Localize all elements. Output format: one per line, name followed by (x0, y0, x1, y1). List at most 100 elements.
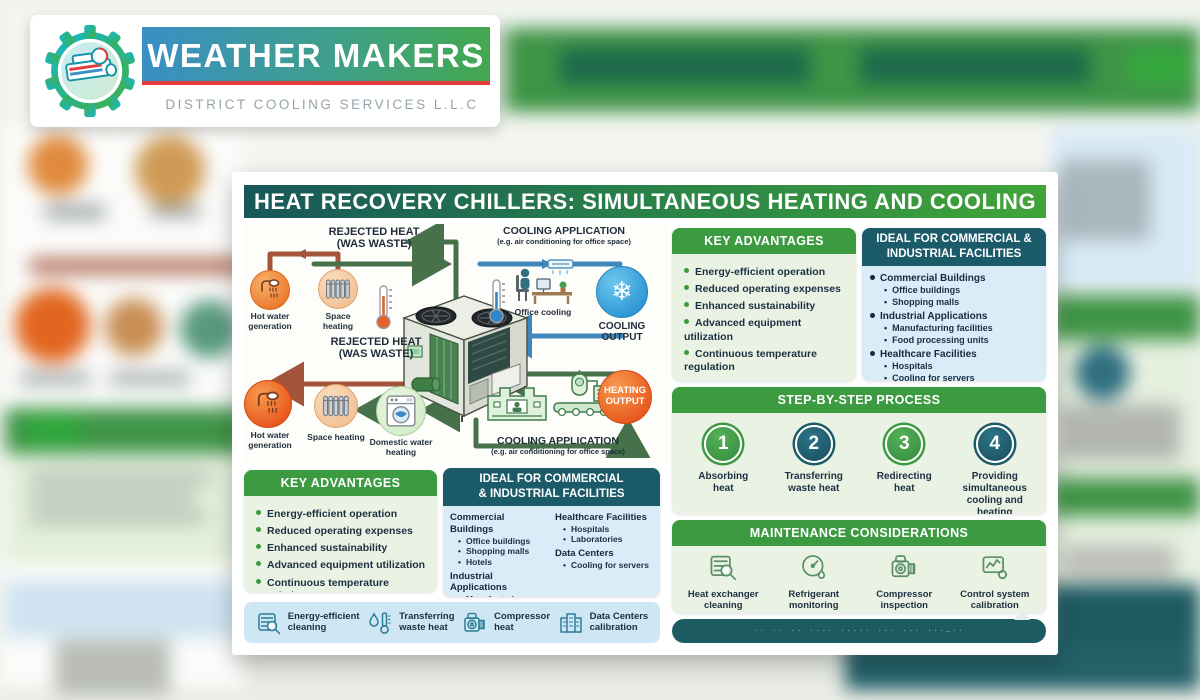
step-number-badge: 1 (704, 425, 743, 463)
bg-blob (28, 135, 88, 195)
bg-blob (30, 492, 195, 502)
step-number-badge: 4 (975, 425, 1014, 463)
washing-machine-icon (386, 395, 416, 427)
footer-notch (1014, 611, 1030, 620)
bg-blob (135, 135, 205, 205)
bg-blob (105, 298, 163, 356)
key-advantages-list: Energy-efficient operation Reduced opera… (672, 254, 856, 381)
bg-blob (30, 472, 210, 482)
key-advantages-box-left: KEY ADVANTAGES Energy-efficient operatio… (244, 470, 437, 592)
cooling-output-label: COOLING OUTPUT (598, 321, 646, 344)
bg-blob (560, 48, 810, 84)
heating-output-label: HEATING OUTPUT (603, 385, 647, 407)
brand-banner: WEATHER MAKERS (142, 27, 490, 85)
office-cooling-label: Office cooling (514, 307, 572, 317)
bg-blob (860, 48, 1090, 84)
shower-icon (257, 391, 279, 413)
bg-blob (1052, 478, 1200, 516)
legend-item: Compressor heat (462, 610, 550, 636)
logo: WEATHER MAKERS DISTRICT COOLING SERVICES… (30, 15, 500, 127)
bg-blob (1060, 160, 1150, 240)
data-center-icon (559, 612, 582, 633)
bg-blob (25, 415, 80, 445)
bg-blob (30, 512, 205, 522)
cooling-application-label-bottom: COOLING APPLICATION (e.g. air conditioni… (491, 435, 625, 456)
key-advantages-title: KEY ADVANTAGES (244, 470, 437, 496)
compressor-icon (464, 612, 485, 632)
radiator-icon (323, 395, 349, 417)
shower-icon (261, 279, 280, 298)
bg-blob (1065, 545, 1175, 580)
system-diagram: REJECTED HEAT (WAS WASTE) COOLING APPLIC… (244, 224, 668, 464)
key-advantages-box-right: KEY ADVANTAGES Energy-efficient operatio… (672, 228, 856, 381)
footer-bar: ·· ·· ·· ···· ····· ··· ··· ···–·· (672, 611, 1046, 643)
factory-process-icon (553, 370, 611, 417)
brand-underline (142, 81, 490, 85)
ideal-facilities-title: IDEAL FOR COMMERCIAL & INDUSTRIAL FACILI… (443, 468, 660, 506)
ideal-bottom-col2: Healthcare Facilities Hospitals Laborato… (555, 509, 654, 597)
advantage-item: Enhanced sustainability (256, 542, 427, 555)
advantage-item: Enhanced sustainability (684, 300, 846, 313)
ideal-facilities-box-bottom: IDEAL FOR COMMERCIAL & INDUSTRIAL FACILI… (443, 468, 660, 597)
key-advantages-list: Energy-efficient operation Reduced opera… (244, 496, 437, 592)
space-heating-icon-bottom (314, 384, 358, 428)
infographic-card: HEAT RECOVERY CHILLERS: SIMULTANEOUS HEA… (232, 172, 1058, 655)
bg-blob (15, 288, 90, 363)
bg-blob (1075, 345, 1130, 400)
maintenance-item: Compressor inspection (859, 552, 950, 612)
space-heating-label-bottom: Space heating (307, 432, 365, 442)
step-number-badge: 3 (885, 425, 924, 463)
hot-water-icon-bottom (244, 380, 292, 428)
domestic-water-label: Domestic water heating (369, 437, 433, 457)
monitor-gear-icon (982, 556, 1007, 580)
space-heating-label-top: Space heating (322, 311, 354, 331)
compressor-icon (891, 555, 916, 578)
heat-exchanger-icon (258, 612, 281, 635)
gear-logo-icon (45, 24, 135, 118)
bg-blob (5, 580, 245, 638)
ideal-bottom-col1: Commercial Buildings Office buildings Sh… (450, 509, 549, 597)
droplet-thermometer-icon (369, 611, 391, 634)
maintenance-item: Heat exchanger cleaning (678, 552, 769, 612)
heating-output-badge: HEATING OUTPUT (598, 370, 652, 424)
step-number-badge: 2 (794, 425, 833, 463)
bg-blob (1052, 295, 1200, 340)
hot-water-label-top: Hot water generation (248, 311, 292, 331)
maintenance-considerations: MAINTENANCE CONSIDERATIONS Heat exchange… (672, 520, 1046, 613)
step-item: 4 Providing simultaneous cooling and hea… (950, 423, 1041, 514)
maintenance-title: MAINTENANCE CONSIDERATIONS (672, 520, 1046, 546)
heat-exchanger-icon (710, 555, 737, 581)
bg-blob (1130, 50, 1190, 84)
legend-item: Transferring waste heat (367, 610, 455, 636)
step-item: 3 Redirecting heat (859, 423, 950, 514)
advantage-item: Continuous temperature regulation (684, 348, 846, 374)
bg-blob (150, 205, 200, 217)
factory-control-icon (487, 387, 547, 421)
space-heating-icon-top (318, 269, 358, 309)
steps-title: STEP-BY-STEP PROCESS (672, 387, 1046, 413)
radiator-icon (326, 279, 350, 299)
step-item: 1 Absorbing heat (678, 423, 769, 514)
advantage-item: Energy-efficient operation (256, 508, 427, 521)
advantage-item: Advanced equipment utilization (684, 317, 846, 343)
advantage-item: Reduced operating expenses (256, 525, 427, 538)
legend-item: Energy-efficient cleaning (256, 610, 360, 636)
bg-blob (180, 300, 238, 358)
ideal-facilities-title: IDEAL FOR COMMERCIAL & INDUSTRIAL FACILI… (862, 228, 1046, 266)
hot-water-label-bottom: Hot water generation (248, 430, 292, 450)
rejected-heat-label-mid: REJECTED HEAT (WAS WASTE) (330, 336, 422, 361)
step-item: 2 Transferring waste heat (769, 423, 860, 514)
snowflake-icon: ❄ (611, 277, 633, 307)
bg-blob (1060, 405, 1180, 460)
page-title: HEAT RECOVERY CHILLERS: SIMULTANEOUS HEA… (244, 185, 1046, 218)
bg-blob (30, 258, 245, 274)
bg-blob (110, 372, 190, 385)
advantage-item: Advanced equipment utilization (256, 559, 427, 572)
ideal-facilities-box-right: IDEAL FOR COMMERCIAL & INDUSTRIAL FACILI… (862, 228, 1046, 381)
maintenance-item: Control system calibration (950, 552, 1041, 612)
office-cooling-icon (516, 259, 574, 304)
maintenance-item: Refrigerant monitoring (769, 552, 860, 612)
cooling-output-badge: ❄ (596, 266, 648, 318)
rejected-heat-label-top: REJECTED HEAT (WAS WASTE) (328, 226, 420, 251)
